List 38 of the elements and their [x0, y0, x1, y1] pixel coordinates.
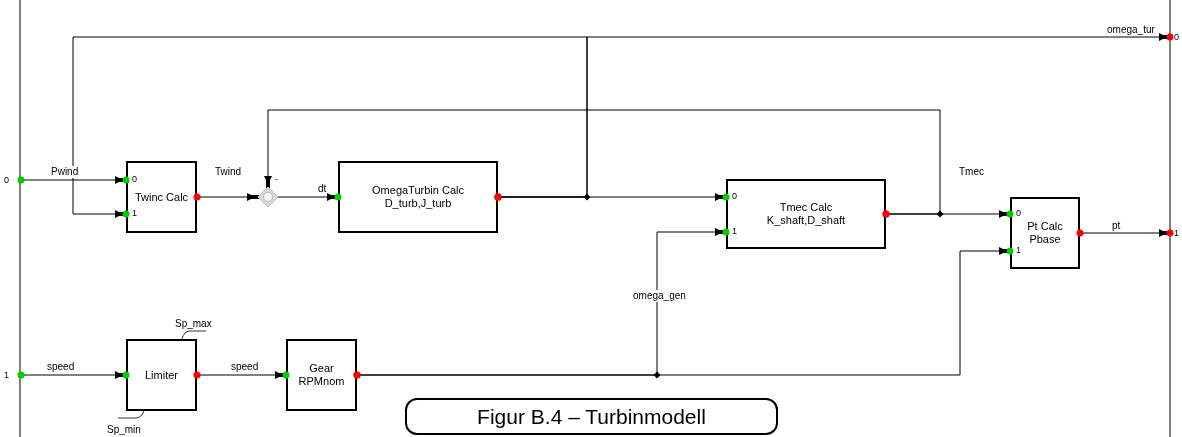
block-name: OmegaTurbin Calc: [372, 184, 464, 197]
parameter-label: Sp_max: [175, 318, 212, 330]
block-box: [286, 339, 357, 411]
block-parameters: RPMnom: [298, 375, 345, 388]
port-number: 0: [732, 191, 737, 201]
block-parameters: Pbase: [1029, 233, 1061, 246]
block-name: Twinc Calc: [134, 190, 189, 204]
edge-label: speed: [46, 361, 76, 373]
caption-box: Figur B.4 – Turbinmodell: [405, 398, 778, 435]
block-name: Pt Calc: [1027, 220, 1063, 233]
edge-label: Twind: [214, 166, 243, 178]
block-box: [126, 161, 197, 233]
block-parameters: D_turb,J_turb: [384, 197, 452, 210]
block-name: Tmec Calc: [779, 201, 833, 214]
port-number: 0: [132, 174, 137, 184]
port-number: 1: [132, 208, 137, 218]
block-name: Limiter: [145, 368, 178, 382]
edge-label: pt: [1111, 220, 1122, 232]
sign-label: -: [275, 174, 278, 184]
edge-label: dt: [317, 183, 328, 195]
edge-label: Pwind: [50, 166, 80, 178]
block-name: Gear: [309, 362, 334, 375]
parameter-label: Sp_min: [107, 424, 141, 436]
edge-label: omega_gen: [632, 290, 687, 302]
block-parameters: K_shaft,D_shaft: [766, 214, 846, 227]
edge-label: speed: [230, 361, 260, 373]
port-number: 1: [1174, 228, 1179, 238]
port-number: 0: [1016, 208, 1021, 218]
port-number: 0: [4, 175, 9, 185]
port-number: 1: [1016, 245, 1021, 255]
edge-label: omega_tur: [1106, 24, 1156, 36]
block-box: [726, 179, 886, 249]
edge-label: Tmec: [958, 166, 985, 178]
port-number: 1: [4, 370, 9, 380]
port-number: 1: [732, 226, 737, 236]
block-box: [1010, 197, 1080, 269]
block-box: [338, 161, 498, 233]
port-number: 0: [1174, 32, 1179, 42]
